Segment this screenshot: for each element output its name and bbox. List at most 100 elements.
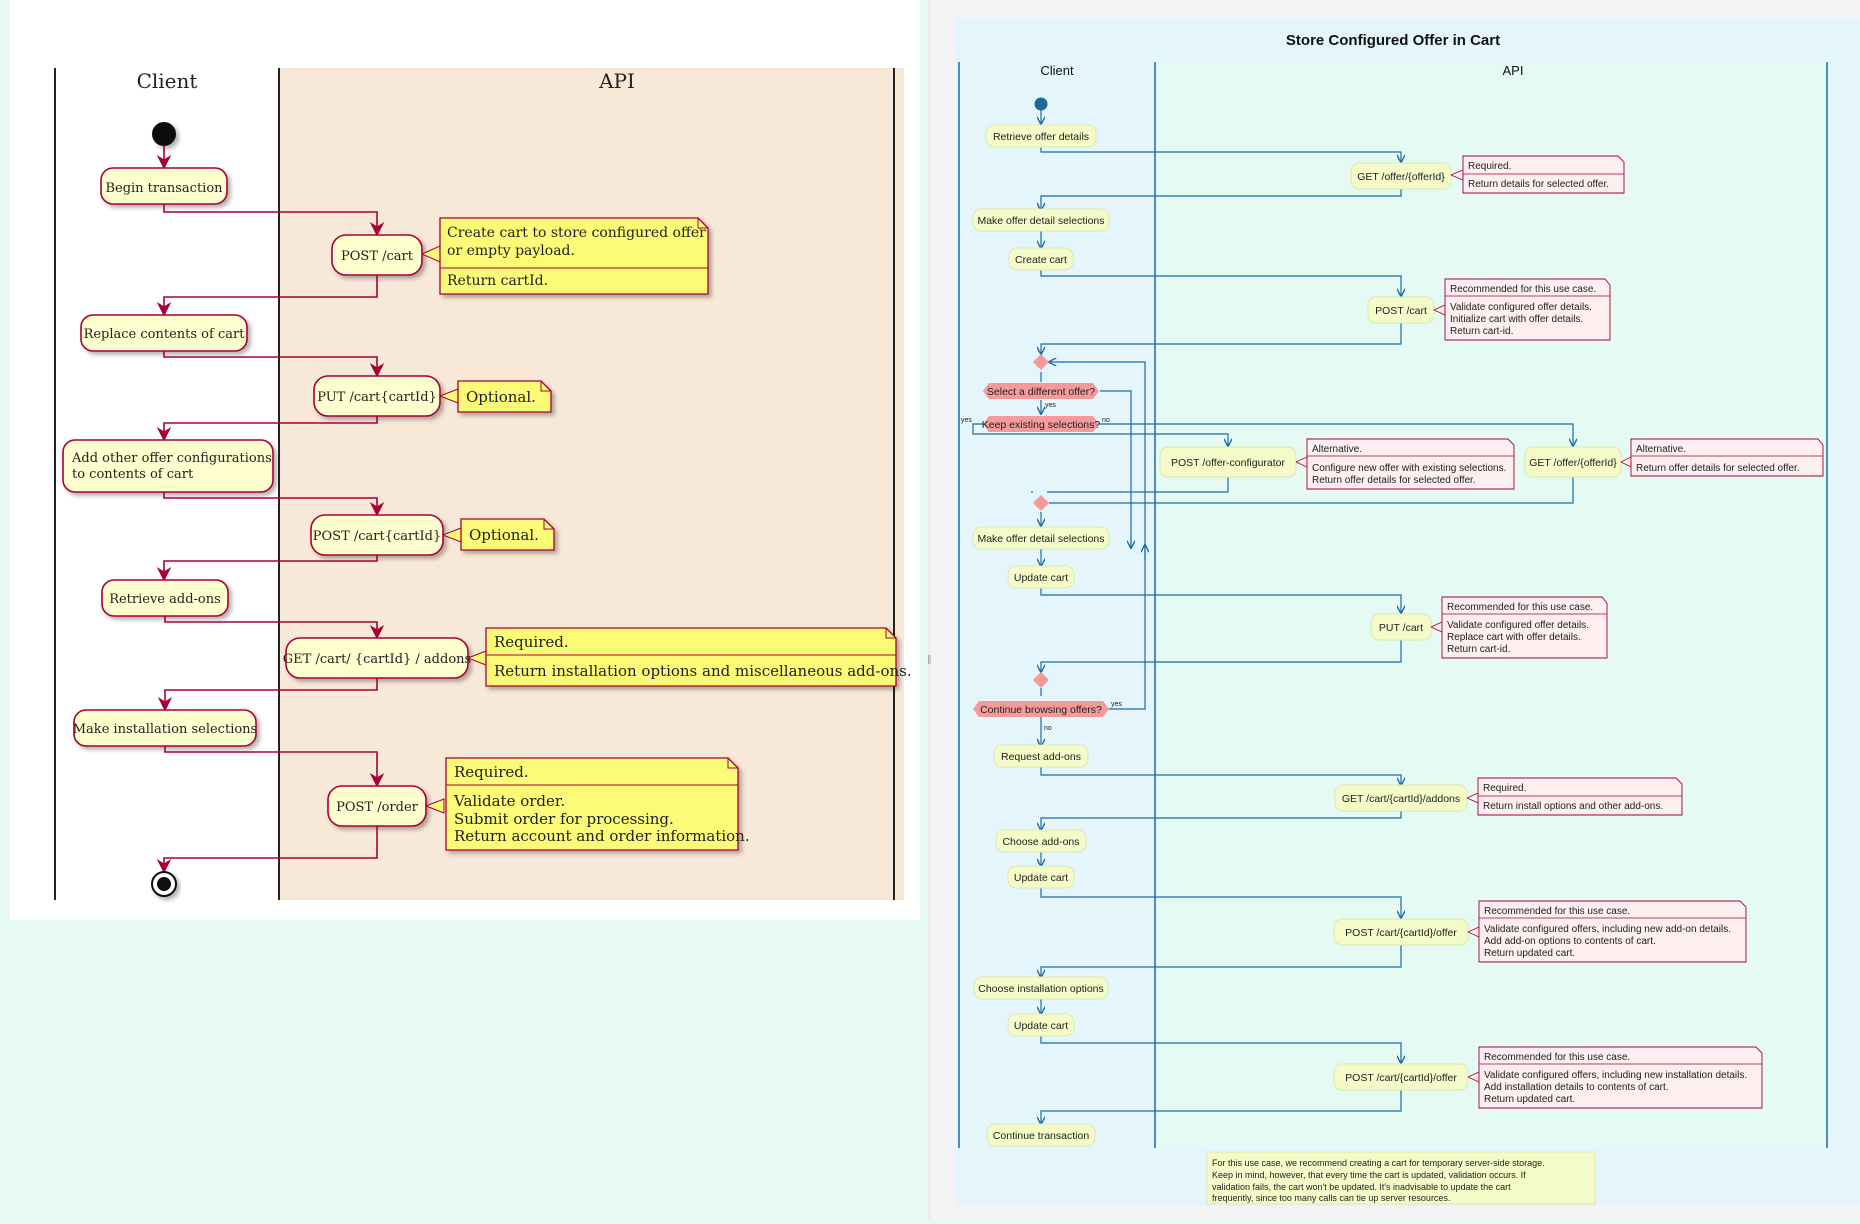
- panel-divider[interactable]: [928, 0, 931, 1220]
- svg-text:Return install options and oth: Return install options and other add-ons…: [1483, 801, 1663, 812]
- action-update-cart-1: [1007, 565, 1075, 589]
- svg-text:Recommended for this use case.: Recommended for this use case.: [1484, 1052, 1630, 1063]
- api-lane-title: API: [1503, 63, 1524, 78]
- svg-text:POST /cart{cartId}: POST /cart{cartId}: [313, 529, 441, 544]
- note-post-order: [445, 757, 739, 851]
- svg-text:Optional.: Optional.: [469, 526, 539, 544]
- svg-text:Required.: Required.: [1483, 783, 1526, 794]
- svg-text:frequently, since too many cal: frequently, since too many calls can tie…: [1212, 1193, 1450, 1203]
- svg-text:GET /offer/{offerId}: GET /offer/{offerId}: [1357, 171, 1445, 183]
- action-request-addons: [993, 744, 1089, 768]
- svg-text:Validate order.: Validate order.: [453, 792, 565, 810]
- footer-note: [1206, 1151, 1596, 1205]
- edge-label-yes-3: yes: [1111, 701, 1122, 708]
- svg-text:Create cart to store configure: Create cart to store configured offer: [447, 225, 706, 241]
- svg-text:Add other offer configurations: Add other offer configurations: [71, 451, 272, 466]
- merge-diamond-2: [1033, 495, 1049, 511]
- svg-text:POST /cart/{cartId}/offer: POST /cart/{cartId}/offer: [1345, 1072, 1457, 1084]
- note-offer-configurator: [1306, 438, 1515, 490]
- svg-text:Continue browsing offers?: Continue browsing offers?: [980, 704, 1102, 716]
- svg-text:Create cart: Create cart: [1015, 254, 1067, 266]
- svg-text:Replace contents of cart: Replace contents of cart: [84, 327, 246, 342]
- svg-text:Validate configured offer deta: Validate configured offer details.: [1447, 620, 1589, 631]
- svg-text:Update cart: Update cart: [1014, 1020, 1068, 1032]
- divider-grip-icon[interactable]: ‖: [927, 655, 932, 665]
- svg-text:Return account and order infor: Return account and order information.: [454, 827, 750, 845]
- note-post-offer-addons: [1478, 900, 1747, 963]
- edge-label-no-2: no: [1044, 725, 1052, 732]
- svg-text:Select a different offer?: Select a different offer?: [987, 386, 1095, 398]
- svg-text:Return offer details for selec: Return offer details for selected offer.: [1636, 463, 1800, 474]
- merge-diamond-3: [1033, 672, 1049, 688]
- svg-text:Alternative.: Alternative.: [1312, 444, 1362, 455]
- left-activity-diagram: Client API Begin transaction POST /cart …: [10, 0, 920, 920]
- svg-text:Request add-ons: Request add-ons: [1001, 751, 1081, 763]
- edge-label-yes-2: yes: [961, 417, 972, 424]
- action-make-offer-selections: [972, 208, 1110, 232]
- svg-text:Submit order for processing.: Submit order for processing.: [454, 810, 674, 828]
- note-post-offer-install: [1478, 1046, 1763, 1109]
- svg-text:Return offer details for selec: Return offer details for selected offer.: [1312, 475, 1476, 486]
- svg-text:Return updated cart.: Return updated cart.: [1484, 1094, 1575, 1105]
- note-put-cart: [1441, 596, 1608, 659]
- svg-text:POST /offer-configurator: POST /offer-configurator: [1171, 457, 1286, 469]
- svg-text:Begin transaction: Begin transaction: [105, 181, 223, 196]
- svg-text:Recommended for this use case.: Recommended for this use case.: [1484, 906, 1630, 917]
- svg-text:or empty payload.: or empty payload.: [447, 243, 575, 259]
- svg-text:Add add-on options to contents: Add add-on options to contents of cart.: [1484, 936, 1656, 947]
- action-choose-installation: [973, 976, 1109, 1000]
- svg-text:Make offer detail selections: Make offer detail selections: [977, 215, 1104, 227]
- note-post-optional: [460, 518, 555, 551]
- action-continue-transaction: [986, 1123, 1096, 1147]
- svg-text:POST /cart: POST /cart: [1375, 305, 1427, 317]
- svg-text:Update cart: Update cart: [1014, 572, 1068, 584]
- svg-text:Validate configured offers, in: Validate configured offers, including ne…: [1484, 1070, 1747, 1081]
- svg-text:Validate configured offer deta: Validate configured offer details.: [1450, 302, 1592, 313]
- svg-text:Make installation selections: Make installation selections: [73, 722, 257, 737]
- right-activity-diagram: Store Configured Offer in Cart Client AP…: [931, 0, 1860, 1220]
- svg-text:Retrieve offer details: Retrieve offer details: [993, 131, 1089, 143]
- svg-text:GET /cart/{cartId}/addons: GET /cart/{cartId}/addons: [1342, 793, 1460, 805]
- note-get-addons: [1477, 777, 1683, 816]
- svg-text:Keep in mind, however, that ev: Keep in mind, however, that every time t…: [1212, 1170, 1526, 1180]
- action-create-cart: [1008, 247, 1074, 271]
- svg-text:Required.: Required.: [494, 633, 569, 651]
- svg-text:Keep existing selections?: Keep existing selections?: [982, 419, 1101, 431]
- edge-label-no-1: no: [1102, 417, 1110, 424]
- note-create-cart: [439, 217, 709, 295]
- svg-text:Continue transaction: Continue transaction: [993, 1130, 1089, 1142]
- start-node: [152, 122, 176, 146]
- client-lane-title: Client: [137, 69, 198, 93]
- note-get-offer-alt: [1630, 438, 1824, 477]
- decision-keep-selections: [983, 416, 1099, 432]
- svg-text:POST /cart/{cartId}/offer: POST /cart/{cartId}/offer: [1345, 927, 1457, 939]
- note-put-optional: [457, 380, 552, 413]
- svg-text:Update cart: Update cart: [1014, 872, 1068, 884]
- svg-text:POST /cart: POST /cart: [341, 249, 414, 264]
- svg-text:Choose installation options: Choose installation options: [978, 983, 1104, 995]
- svg-text:to contents of cart: to contents of cart: [72, 467, 194, 482]
- start-node: [1034, 97, 1048, 111]
- svg-text:Initialize cart with offer det: Initialize cart with offer details.: [1450, 314, 1583, 325]
- svg-text:Recommended for this use case.: Recommended for this use case.: [1447, 602, 1593, 613]
- svg-text:Validate configured offers, in: Validate configured offers, including ne…: [1484, 924, 1731, 935]
- decision-select-different-offer: [983, 383, 1099, 399]
- api-lane-title: API: [598, 69, 635, 93]
- action-retrieve-offer-details: [985, 124, 1097, 148]
- action-add-offer-configs: [62, 439, 274, 493]
- svg-text:Required.: Required.: [454, 763, 529, 781]
- svg-text:Add installation details to co: Add installation details to contents of …: [1484, 1082, 1669, 1093]
- note-post-cart: [1444, 278, 1611, 341]
- svg-text:Return installation options an: Return installation options and miscella…: [494, 662, 912, 680]
- svg-text:Return cart-id.: Return cart-id.: [1447, 644, 1510, 655]
- svg-text:Optional.: Optional.: [466, 388, 536, 406]
- svg-text:Alternative.: Alternative.: [1636, 444, 1686, 455]
- client-lane-title: Client: [1040, 63, 1074, 78]
- svg-text:Return updated cart.: Return updated cart.: [1484, 948, 1575, 959]
- svg-text:GET /cart/ {cartId} / addons: GET /cart/ {cartId} / addons: [283, 652, 471, 667]
- svg-text:For this use case, we recommen: For this use case, we recommend creating…: [1212, 1158, 1545, 1168]
- action-choose-addons: [995, 829, 1087, 853]
- svg-text:Recommended for this use case.: Recommended for this use case.: [1450, 284, 1596, 295]
- svg-text:Retrieve add-ons: Retrieve add-ons: [109, 592, 221, 607]
- svg-text:Return details for selected of: Return details for selected offer.: [1468, 179, 1609, 190]
